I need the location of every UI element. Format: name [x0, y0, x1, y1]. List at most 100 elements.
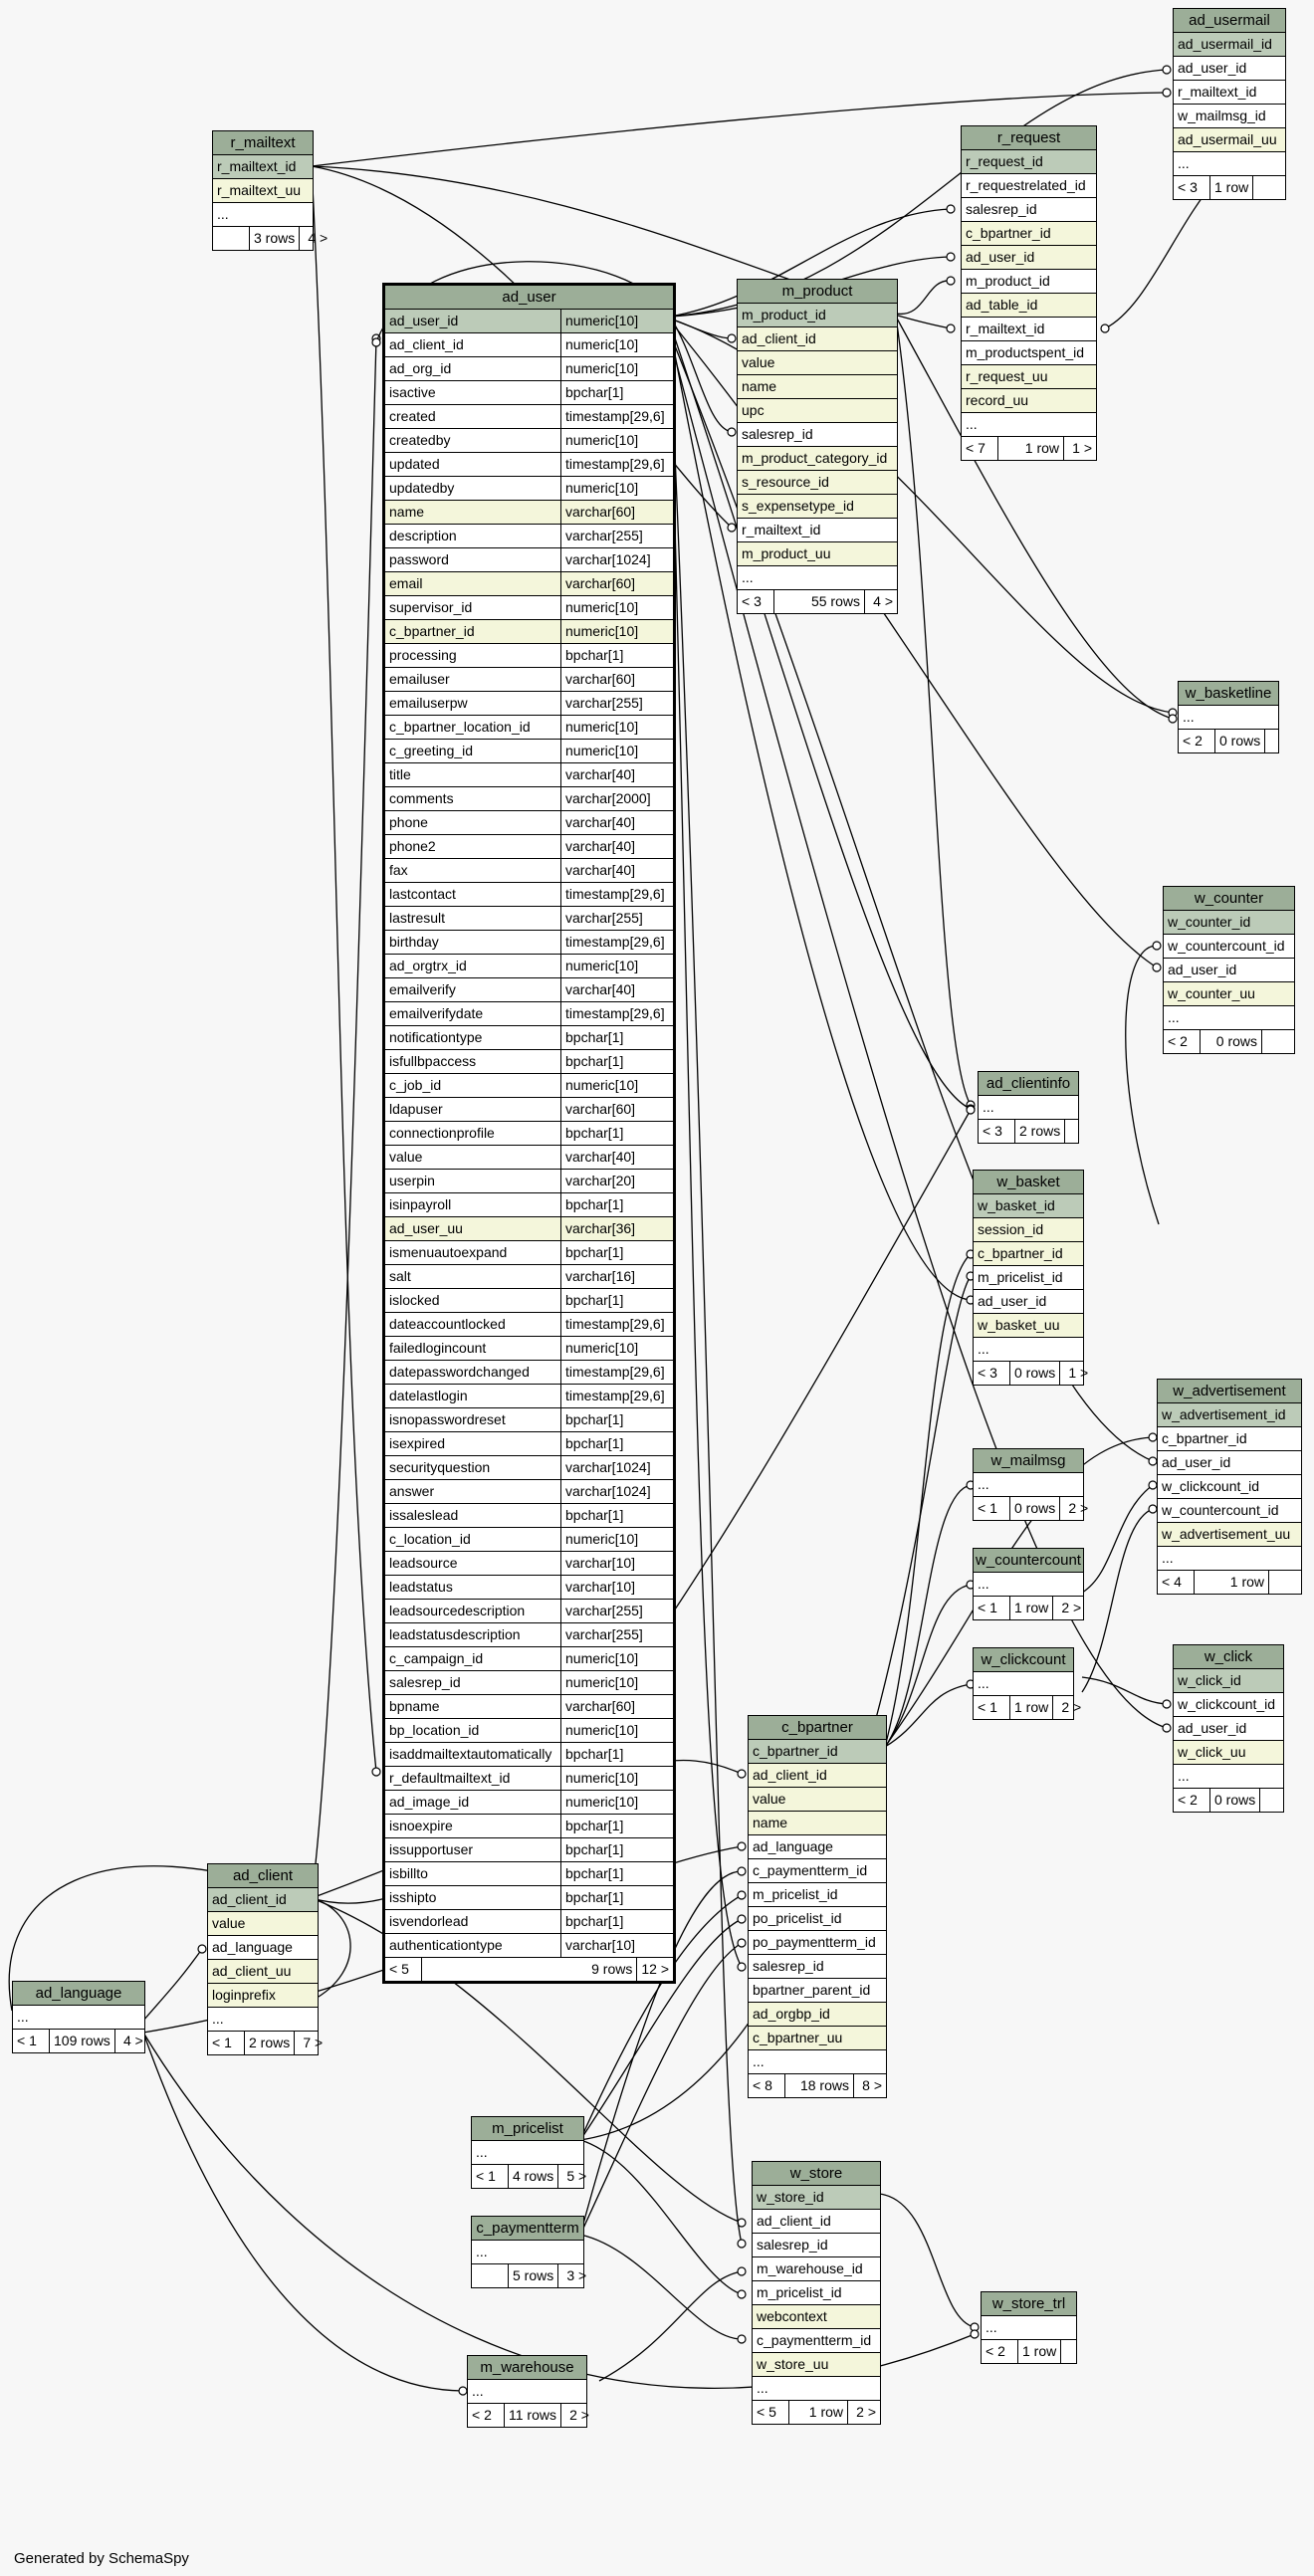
parents-count[interactable]: < 1 — [978, 1600, 997, 1615]
table-column[interactable]: ad_usermail_uu — [1174, 128, 1285, 152]
primary-key-column[interactable]: w_counter_id — [1164, 911, 1294, 935]
parents-count[interactable]: < 4 — [1162, 1574, 1182, 1590]
table-column[interactable]: r_mailtext_id — [962, 318, 1096, 341]
table-column[interactable]: w_mailmsg_id — [1174, 105, 1285, 128]
table-column[interactable]: m_pricelist_id — [749, 1883, 886, 1907]
children-count[interactable]: 1 > — [1059, 1362, 1092, 1385]
table-title[interactable]: ad_client — [208, 1864, 318, 1888]
primary-key-column[interactable]: w_store_id — [753, 2186, 880, 2210]
children-count[interactable] — [1259, 1789, 1292, 1812]
children-count[interactable] — [1268, 1571, 1301, 1594]
table-column[interactable]: c_paymentterm_id — [749, 1859, 886, 1883]
table-column[interactable]: w_basket_uu — [974, 1314, 1083, 1338]
table-column[interactable]: c_bpartner_id — [1158, 1427, 1301, 1451]
primary-key-column[interactable]: r_request_id — [962, 150, 1096, 174]
table-column[interactable]: ... — [1179, 706, 1278, 730]
table-title[interactable]: ad_clientinfo — [979, 1072, 1078, 1096]
primary-key-column[interactable]: ad_usermail_id — [1174, 33, 1285, 57]
parents-count[interactable]: < 2 — [472, 2407, 492, 2423]
table-column[interactable]: m_product_id — [962, 270, 1096, 294]
parents-count[interactable]: < 7 — [966, 440, 986, 456]
table-column[interactable]: ad_user_id — [974, 1290, 1083, 1314]
table-column[interactable]: ... — [753, 2377, 880, 2401]
table-column[interactable]: w_advertisement_uu — [1158, 1523, 1301, 1547]
table-column[interactable]: w_counter_uu — [1164, 982, 1294, 1006]
children-count[interactable] — [1252, 176, 1285, 199]
table-column[interactable]: ad_user_id — [1158, 1451, 1301, 1475]
table-column[interactable]: ad_user_id — [1164, 959, 1294, 982]
primary-key-column[interactable]: m_product_id — [738, 304, 897, 327]
table-column[interactable]: ad_client_uu — [208, 1960, 318, 1984]
parents-count[interactable]: < 2 — [1168, 1033, 1188, 1049]
primary-key-column[interactable]: w_basket_id — [974, 1194, 1083, 1218]
table-column[interactable]: ... — [749, 2050, 886, 2074]
table-column[interactable]: ad_language — [749, 1835, 886, 1859]
children-count[interactable]: 1 > — [1063, 437, 1096, 460]
table-column[interactable]: ... — [1158, 1547, 1301, 1571]
table-column[interactable]: po_pricelist_id — [749, 1907, 886, 1931]
table-column[interactable]: name — [738, 375, 897, 399]
table-column[interactable]: w_clickcount_id — [1158, 1475, 1301, 1499]
table-column[interactable]: c_bpartner_uu — [749, 2027, 886, 2050]
table-column[interactable]: m_product_uu — [738, 542, 897, 566]
children-count[interactable]: 2 > — [847, 2401, 880, 2424]
children-count[interactable]: 5 > — [557, 2165, 590, 2188]
table-column[interactable]: value — [749, 1788, 886, 1812]
parents-count[interactable]: < 2 — [986, 2343, 1005, 2359]
table-column[interactable]: ad_client_id — [753, 2210, 880, 2234]
children-count[interactable]: 2 > — [1052, 1696, 1085, 1719]
table-column[interactable]: upc — [738, 399, 897, 423]
table-column[interactable]: ad_user_id — [1174, 1717, 1283, 1741]
table-title[interactable]: m_warehouse — [468, 2356, 586, 2380]
